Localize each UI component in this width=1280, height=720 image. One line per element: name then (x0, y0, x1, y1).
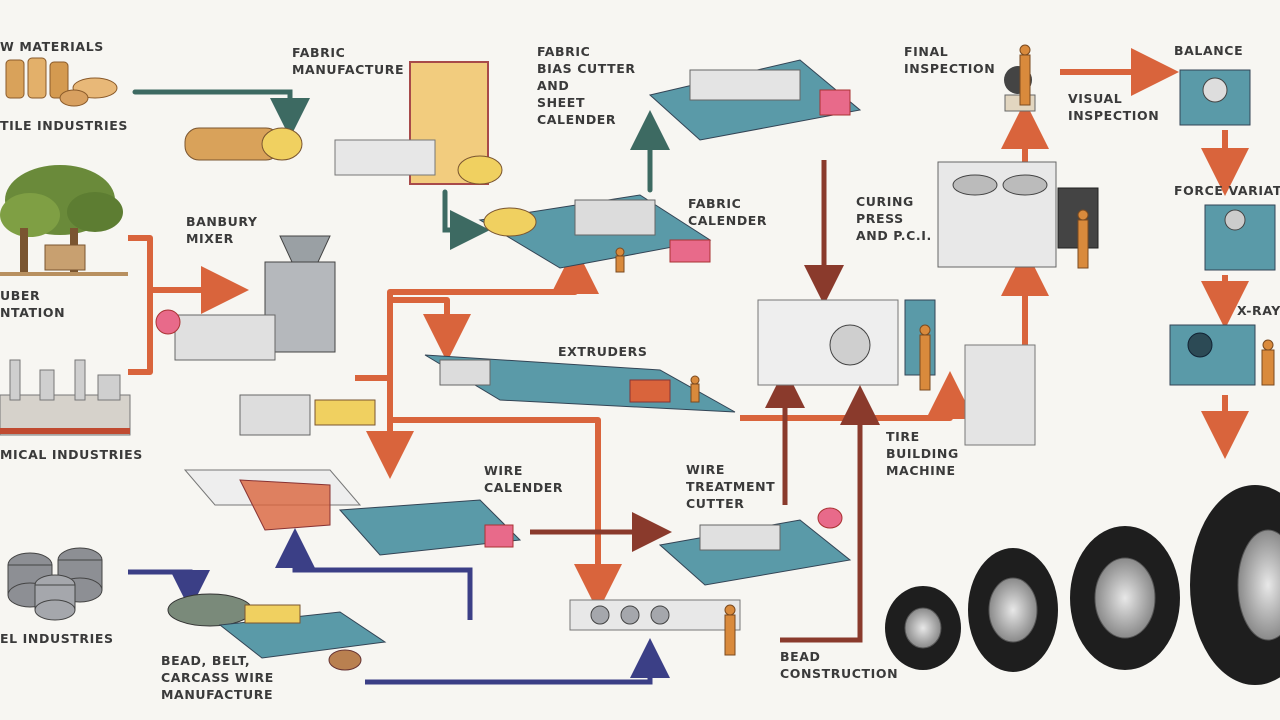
label-chemical-industries: MICAL INDUSTRIES (0, 447, 143, 462)
extruders-machine (424, 354, 736, 413)
fabric-manufacture-machine (334, 61, 503, 185)
wire-calender-machine (183, 469, 522, 556)
tire-icon (885, 485, 1280, 685)
label-textile-industries: TILE INDUSTRIES (0, 118, 129, 133)
fabric-flow-arrows (132, 89, 670, 250)
label-visual-inspection: VISUAL INSPECTION (1068, 91, 1160, 123)
fabric-roll-icon (184, 127, 303, 161)
tree-icon (0, 165, 128, 276)
label-banbury-mixer: BANBURY MIXER (186, 214, 258, 246)
steel-flow-arrows (128, 528, 670, 685)
curing-press-machine (937, 161, 1099, 268)
refinery-icon (0, 359, 131, 436)
label-fabric-calender: FABRIC CALENDER (688, 196, 768, 228)
tire-building-machine (757, 299, 1036, 446)
raw-material-bales-icon (5, 57, 118, 107)
label-extruders: EXTRUDERS (558, 344, 648, 359)
steel-coil-icon (7, 547, 103, 621)
force-variation-machine (1204, 204, 1276, 271)
label-steel-industries: EL INDUSTRIES (0, 631, 114, 646)
label-final-inspection: FINAL INSPECTION (904, 44, 996, 76)
label-x-ray: X-RAY (1237, 303, 1280, 318)
dark-flow-arrows (530, 160, 880, 643)
worker-icon (615, 44, 1275, 656)
bead-belt-machine (167, 593, 387, 671)
balance-machine (1179, 69, 1251, 126)
label-rubber-plantation: UBER NTATION (0, 288, 66, 320)
label-bead-construction: BEAD CONSTRUCTION (780, 649, 899, 681)
fabric-calender-machine (478, 194, 712, 269)
banbury-mixer-machine (155, 235, 376, 436)
label-bead-belt-carcass: BEAD, BELT, CARCASS WIRE MANUFACTURE (161, 653, 274, 702)
bias-cutter-machine (648, 59, 862, 141)
label-balance: BALANCE (1174, 43, 1244, 58)
label-raw-materials: W MATERIALS (0, 39, 104, 54)
label-wire-calender: WIRE CALENDER (484, 463, 564, 495)
x-ray-machine (1169, 324, 1256, 386)
label-curing-press: CURING PRESS AND P.C.I. (856, 194, 932, 243)
label-tire-building-machine: TIRE BUILDING MACHINE (886, 429, 959, 478)
label-fabric-bias-cutter: FABRIC BIAS CUTTER AND SHEET CALENDER (537, 44, 636, 127)
label-fabric-manufacture: FABRIC MANUFACTURE (292, 45, 405, 77)
label-force-variation: FORCE VARIATI (1174, 183, 1280, 198)
wire-treatment-cutter-machine (658, 507, 852, 586)
label-wire-treatment-cutter: WIRE TREATMENT CUTTER (686, 462, 776, 511)
bead-construction-machine (569, 599, 741, 631)
